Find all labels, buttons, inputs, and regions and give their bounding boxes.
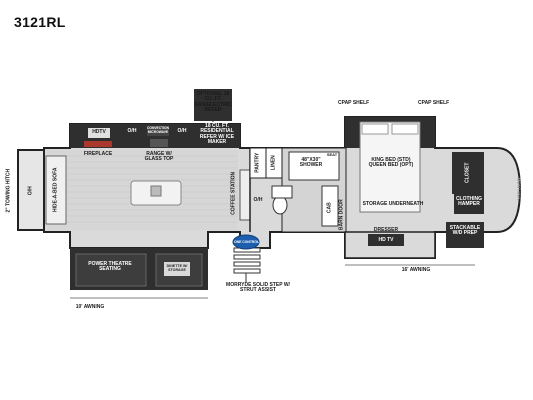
theatre-seats (75, 253, 147, 287)
dinette-label: DINETTE W/ STORAGE (166, 264, 188, 272)
toilet (272, 195, 288, 215)
overhead-2-label: O/H (177, 128, 187, 134)
optional-refer-label: OPTIONAL 18 CU. FT. GAS/ELECTRIC REFER (194, 91, 232, 114)
cpap-right-shelf (422, 122, 434, 140)
theatre-label: POWER THEATRE SEATING (88, 261, 132, 273)
dresser-label: DRESSER (373, 227, 399, 233)
linen-label: LINEN (270, 155, 277, 171)
montana-badge: MONTANA (516, 177, 522, 200)
seat-label: SEAT (326, 152, 338, 157)
bath-cab (321, 185, 339, 227)
range-cooktop (150, 139, 168, 147)
front-overhead-label: O/H (27, 186, 34, 196)
stackable-box (446, 222, 484, 248)
shower-label: 48"X30" SHOWER (299, 157, 323, 169)
storage-label: STORAGE UNDERNEATH (362, 201, 424, 207)
cpap-left-label: CPAP SHELF (338, 100, 370, 106)
model-title: 3121RL (14, 14, 66, 30)
island-sink (150, 185, 162, 197)
residential-refer-label: 18 CU. FT. RESIDENTIAL REFER W/ ICE MAKE… (199, 123, 235, 146)
onecontrol-logo (232, 234, 260, 250)
pantry-label: PANTRY (254, 152, 261, 173)
cab-label: CAB (326, 202, 333, 214)
hamper-box (454, 194, 484, 214)
bed-mattress (359, 121, 421, 213)
onecontrol-label: ONE CONTROL (234, 240, 260, 244)
cpap-right-label: CPAP SHELF (418, 100, 450, 106)
coffee-station-label: COFFEE STATION (230, 171, 237, 215)
hdtv-screen (88, 128, 110, 138)
range-label: RANGE W/ GLASS TOP (144, 151, 174, 163)
dinette-table (164, 262, 190, 276)
microwave-label: CONVECTION MICROWAVE (147, 126, 169, 134)
overhead-1-label: O/H (127, 128, 137, 134)
barn-door-label: BARN DOOR (338, 199, 345, 231)
optional-refer-box (194, 89, 232, 121)
hdtv-label: HDTV (92, 129, 106, 135)
bath-overhead-label: O/H (253, 197, 263, 203)
dresser-hdtv (368, 234, 404, 246)
coffee-station-counter (239, 169, 251, 221)
dresser-hdtv-label: HD TV (378, 237, 394, 243)
awning-16-label: 16' AWNING (401, 267, 431, 273)
closet-label: CLOSET (464, 162, 471, 183)
towing-hitch-label: 2" TOWING HITCH (5, 168, 12, 213)
morryde-label: MORRYDE SOLID STEP W/ STRUT ASSIST (226, 282, 290, 294)
pillow-right (391, 123, 419, 135)
microwave (147, 126, 169, 136)
shower-stall (288, 151, 340, 181)
cpap-left-shelf (346, 122, 358, 140)
sofa-label: HIDE-A-BED SOFA (52, 167, 59, 212)
entry-steps (233, 247, 261, 274)
sofa-shape (45, 155, 67, 225)
fireplace-label: FIREPLACE (83, 151, 113, 157)
bed-label: KING BED (STD) QUEEN BED (OPT) (368, 157, 414, 169)
closet-box (452, 152, 484, 194)
awning-10-label: 10' AWNING (75, 304, 105, 310)
fireplace-flame (84, 141, 112, 147)
front-cap (17, 149, 45, 231)
stackable-label: STACKABLE W/D PREP (449, 225, 481, 237)
hamper-label: CLOTHING HAMPER (455, 196, 483, 208)
pillow-left (361, 123, 389, 135)
